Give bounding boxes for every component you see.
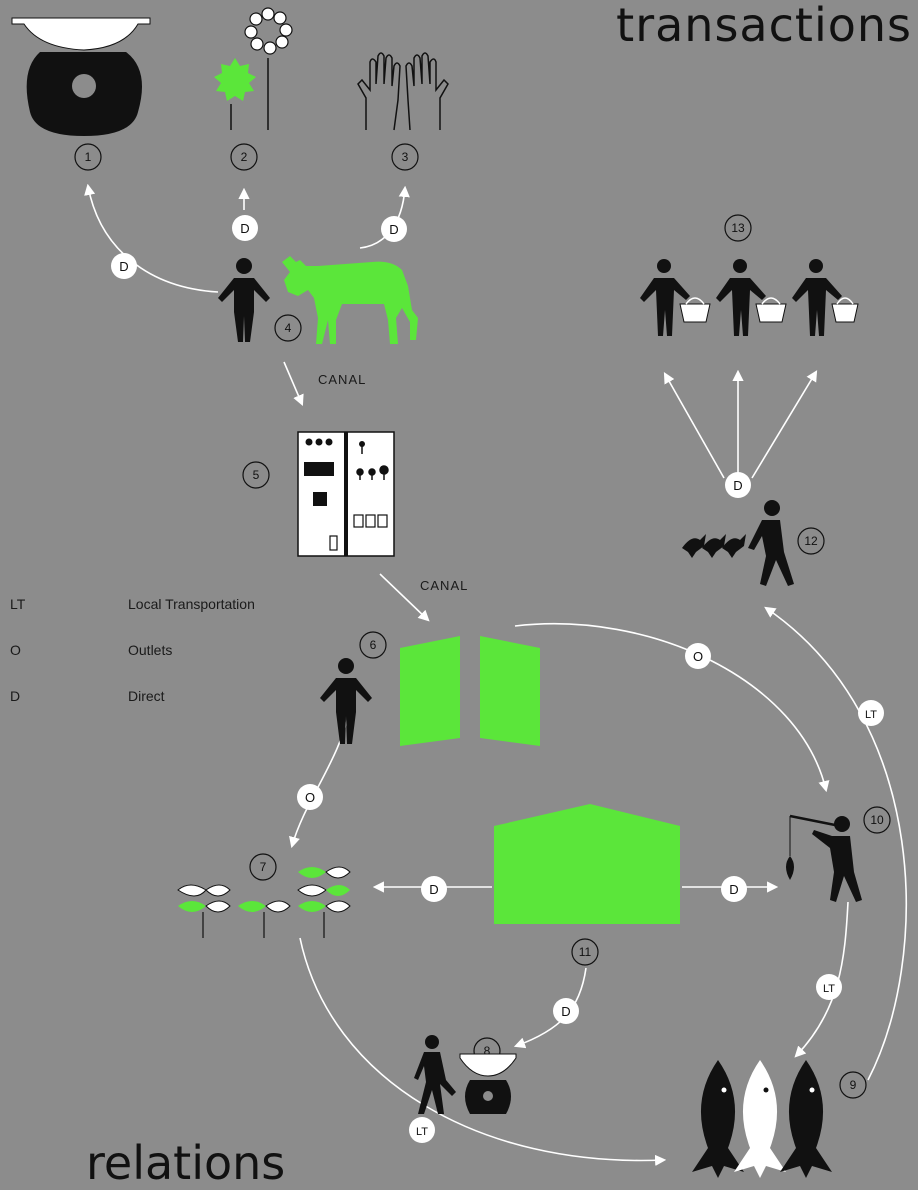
edge-label-text: LT — [416, 1126, 428, 1138]
svg-text:1: 1 — [85, 150, 92, 164]
edge-label-text: D — [240, 221, 249, 236]
edge-label-text: D — [729, 882, 738, 897]
svg-text:3: 3 — [402, 150, 409, 164]
node-number: 5 — [243, 462, 269, 488]
person-with-gates-icon — [320, 636, 540, 746]
bottom-heading: relations — [86, 1140, 285, 1186]
edge-label-d: D — [553, 998, 579, 1024]
person-with-birds-icon — [682, 500, 794, 586]
edge-label-d: D — [421, 876, 447, 902]
edge-label-text: LT — [865, 709, 877, 721]
edge-label-o: O — [685, 643, 711, 669]
svg-text:5: 5 — [253, 468, 260, 482]
fisherman-icon — [786, 816, 862, 902]
svg-text:12: 12 — [804, 534, 818, 548]
node-number: 11 — [572, 939, 598, 965]
edge-label-text: LT — [823, 983, 835, 995]
svg-text:4: 4 — [285, 321, 292, 335]
farmer-with-cow-icon — [218, 256, 418, 344]
edge-label-d: D — [111, 253, 137, 279]
control-panel-icon — [298, 432, 394, 556]
node-number: 2 — [231, 144, 257, 170]
plant-sprouts-icon — [178, 867, 350, 938]
svg-text:2: 2 — [241, 150, 248, 164]
svg-text:11: 11 — [579, 945, 592, 959]
edge-label-d: D — [725, 472, 751, 498]
node-number: 9 — [840, 1072, 866, 1098]
node-number: 3 — [392, 144, 418, 170]
node-number: 4 — [275, 315, 301, 341]
greenhouse-icon — [494, 804, 680, 924]
node-number: 13 — [725, 215, 751, 241]
edge-label-lt: LT — [858, 700, 884, 726]
node-number: 6 — [360, 632, 386, 658]
edge-label-text: D — [119, 259, 128, 274]
gloves-icon — [358, 53, 448, 130]
flower-plant-icon — [214, 8, 292, 130]
fish-group-icon — [692, 1060, 832, 1178]
edge-label-text: D — [561, 1004, 570, 1019]
edge-label-text: O — [305, 790, 315, 805]
svg-text:9: 9 — [850, 1078, 857, 1092]
node-number: 7 — [250, 854, 276, 880]
svg-text:13: 13 — [731, 221, 745, 235]
edge-label-o: O — [297, 784, 323, 810]
edge-label-d: D — [232, 215, 258, 241]
svg-text:10: 10 — [870, 813, 884, 827]
edge-label-text: D — [429, 882, 438, 897]
edge-label-text: O — [693, 649, 703, 664]
node-number: 12 — [798, 528, 824, 554]
edge-label-d: D — [721, 876, 747, 902]
edge-label-d: D — [381, 216, 407, 242]
edge-label-lt: LT — [816, 974, 842, 1000]
person-with-scale-icon — [414, 1035, 516, 1114]
edge-label-lt: LT — [409, 1117, 435, 1143]
kitchen-scale-icon — [12, 18, 150, 136]
svg-text:6: 6 — [370, 638, 377, 652]
node-number: 1 — [75, 144, 101, 170]
shoppers-with-baskets-icon — [640, 259, 858, 336]
svg-text:7: 7 — [260, 860, 267, 874]
edge-label-text: D — [389, 222, 398, 237]
edge-label-text: D — [733, 478, 742, 493]
node-number: 10 — [864, 807, 890, 833]
